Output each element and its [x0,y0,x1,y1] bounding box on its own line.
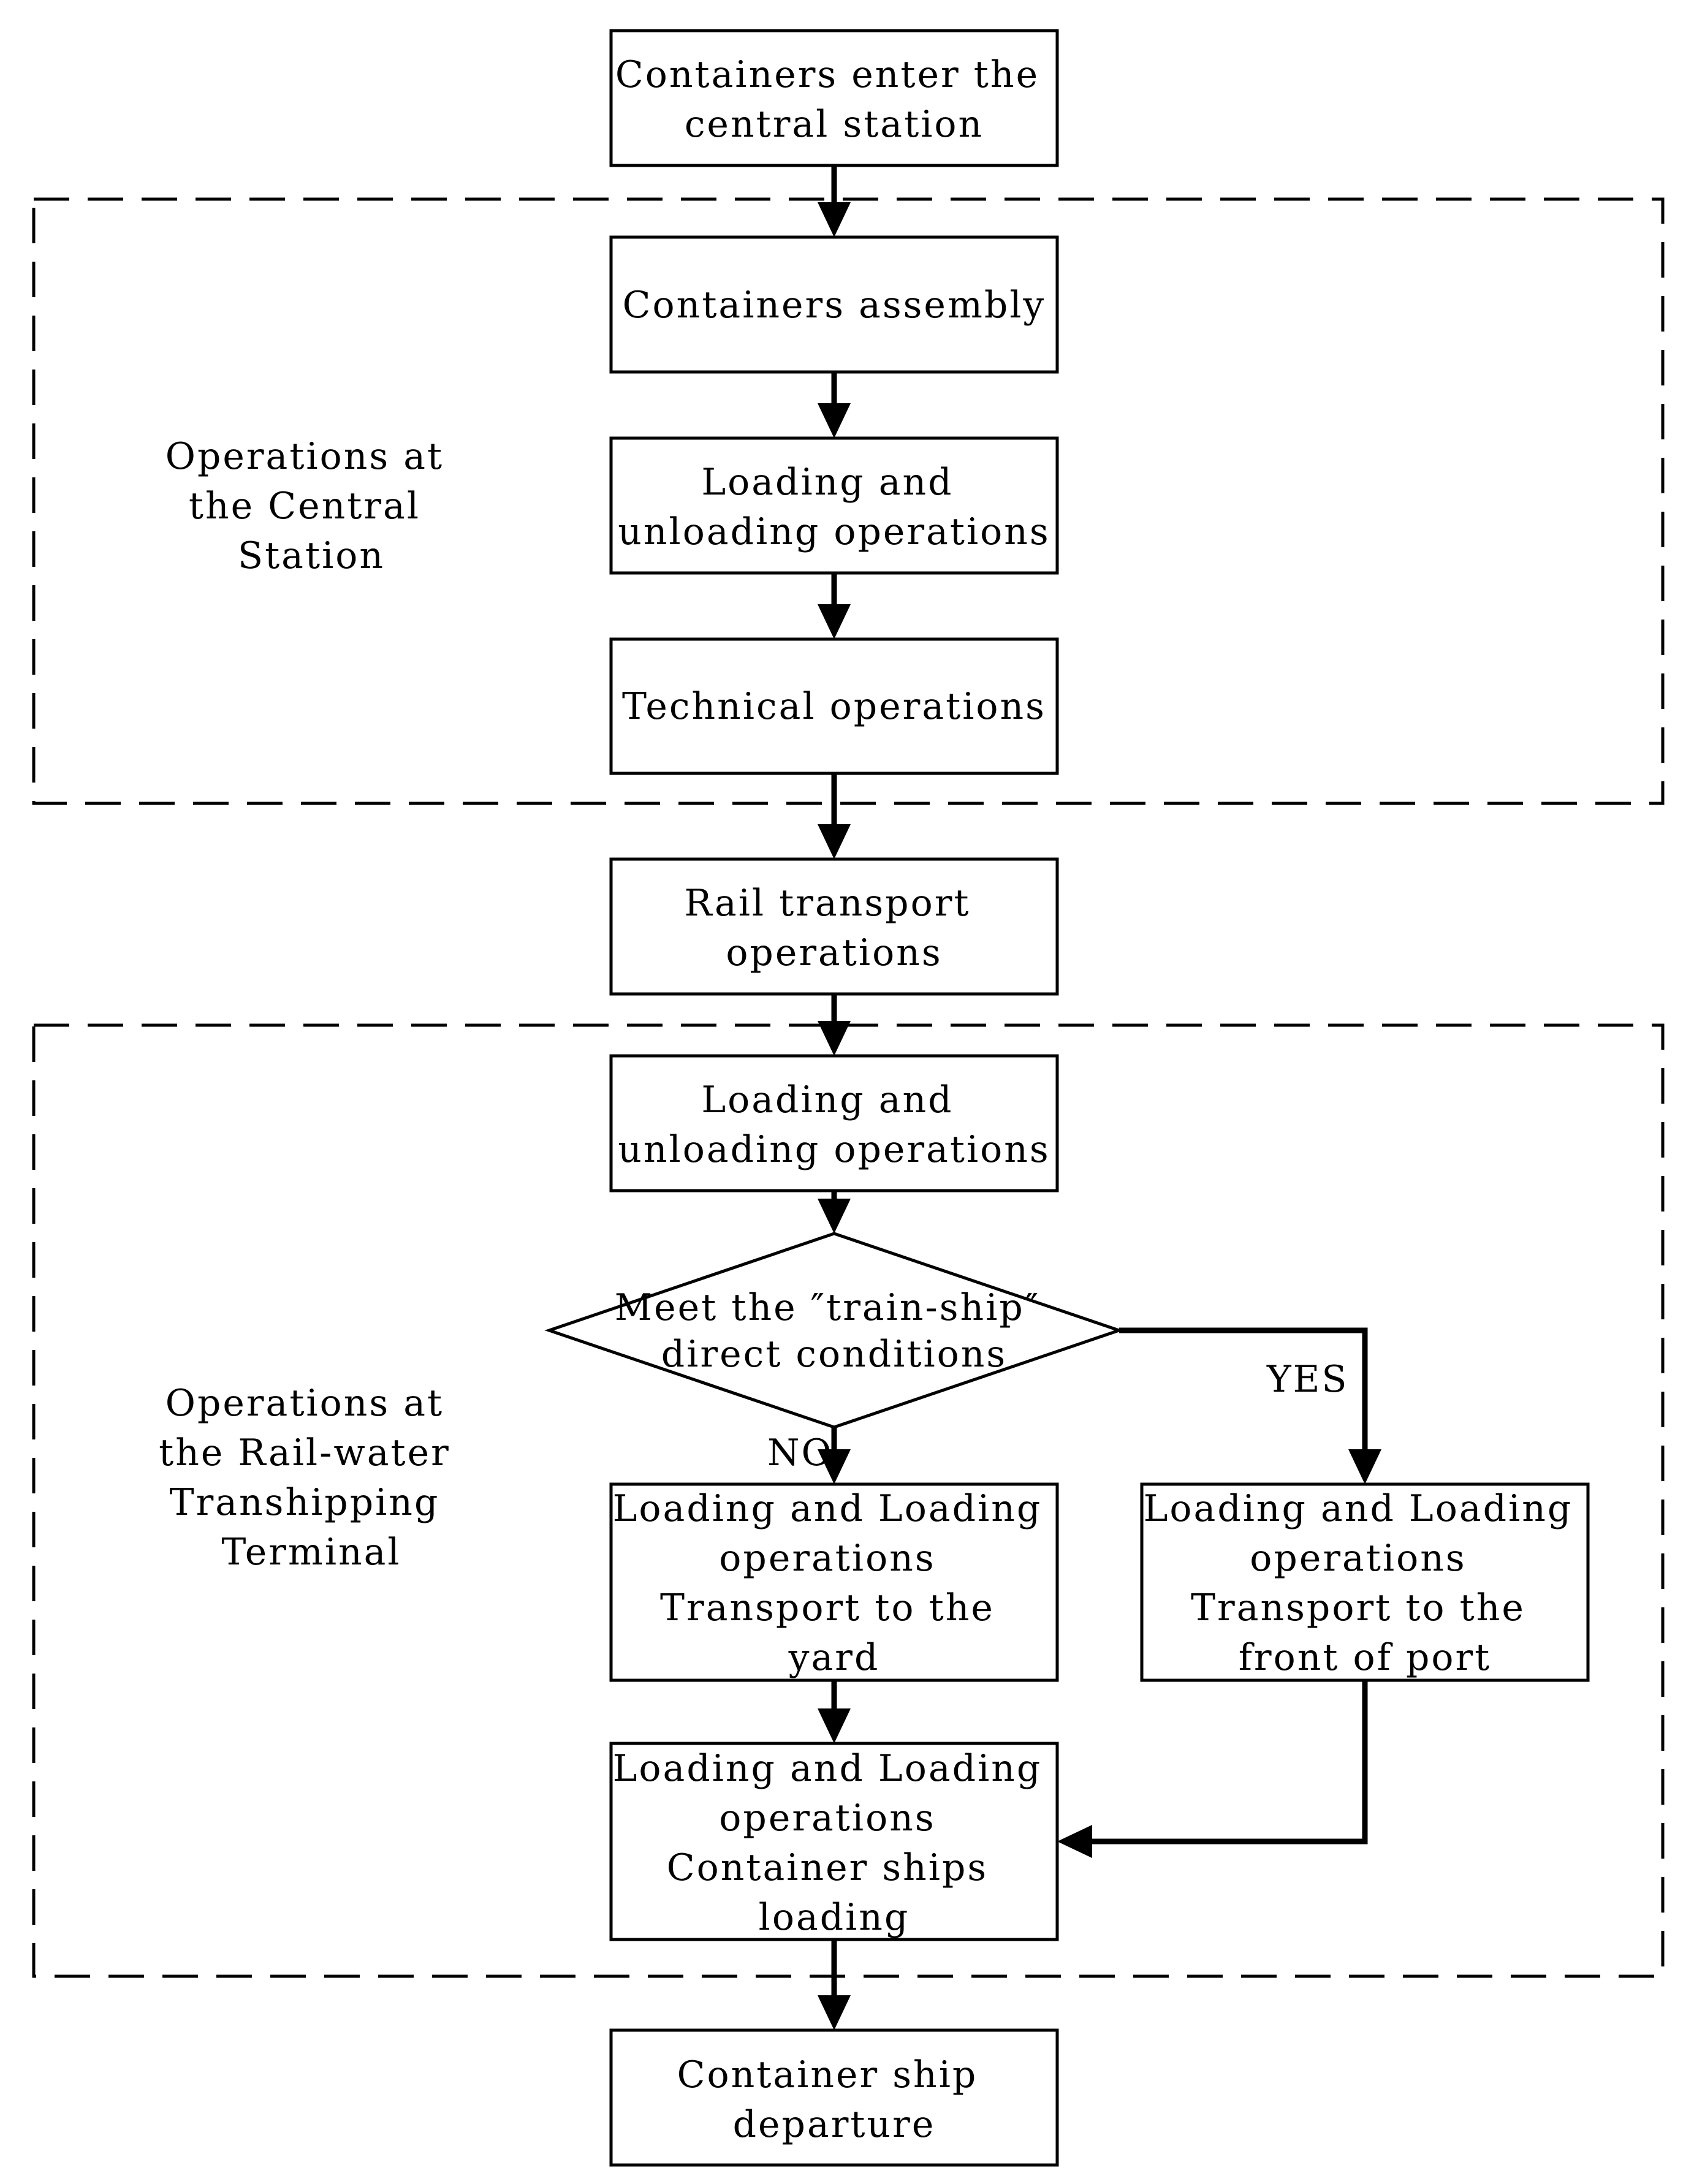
node-container-ships-loading: Loading and Loading operations Container… [609,1742,1059,1941]
node-containers-assembly: Containers assembly [609,235,1059,374]
no-branch-label: NO [767,1431,834,1474]
arrow-head-front [1348,1449,1381,1484]
arrow-head-decision [818,1199,851,1234]
arrow-decision-to-front [1119,1327,1368,1457]
node-rail-transport: Rail transport operations [609,857,1059,996]
arrow-front-to-shipload [1085,1680,1368,1845]
arrow-head-yard [818,1449,851,1484]
svg-text:Loading and Loading oper: Loading and Loading operations Container… [613,1747,1056,1939]
svg-text:Technical operations: Technical operations [622,685,1046,728]
svg-text:Container ship departure: Container ship departure [677,2053,992,2146]
terminal-group-label: Operations at the Rail-water Transhippin… [159,1382,464,1574]
node-container-ship-departure: Container ship departure [609,2028,1059,2167]
yes-branch-label: YES [1266,1358,1349,1401]
node-containers-enter: Containers enter the central station [609,29,1059,167]
arrow-head-shipload-side [1057,1825,1092,1858]
svg-text:Rail transport operation: Rail transport operations [684,882,984,974]
arrow-head-technical [818,604,851,639]
svg-text:Meet the ″train-ship″ di: Meet the ″train-ship″ direct conditions [615,1286,1054,1376]
arrow-head-departure [818,1995,851,2030]
node-loading-unloading-terminal: Loading and unloading operations [609,1054,1059,1192]
svg-text:Containers enter the cen: Containers enter the central station [615,53,1053,146]
node-loading-unloading-central: Loading and unloading operations [609,436,1059,575]
decision-train-ship-direct: Meet the ″train-ship″ direct conditions [544,1232,1124,1429]
svg-text:Loading and unloading op: Loading and unloading operations [618,461,1050,553]
svg-text:Loading and Loading oper: Loading and Loading operations Transport… [1144,1487,1587,1679]
svg-text:Containers assembly: Containers assembly [623,284,1046,327]
node-transport-to-yard: Loading and Loading operations Transport… [609,1482,1059,1682]
arrow-head-load1 [818,403,851,438]
central-station-group-label: Operations at the Central Station [165,435,457,577]
arrow-head-shipload [818,1708,851,1743]
arrow-head-load2 [818,1021,851,1056]
svg-text:Loading and Loading oper: Loading and Loading operations Transport… [613,1487,1056,1679]
central-station-group-border [32,197,1665,805]
node-technical-operations: Technical operations [609,637,1059,775]
svg-text:Loading and unloading op: Loading and unloading operations [618,1079,1050,1171]
connectors [818,165,1381,2030]
arrow-head-rail [818,824,851,859]
arrow-head-assembly [818,202,851,237]
node-transport-to-front-of-port: Loading and Loading operations Transport… [1140,1482,1590,1682]
